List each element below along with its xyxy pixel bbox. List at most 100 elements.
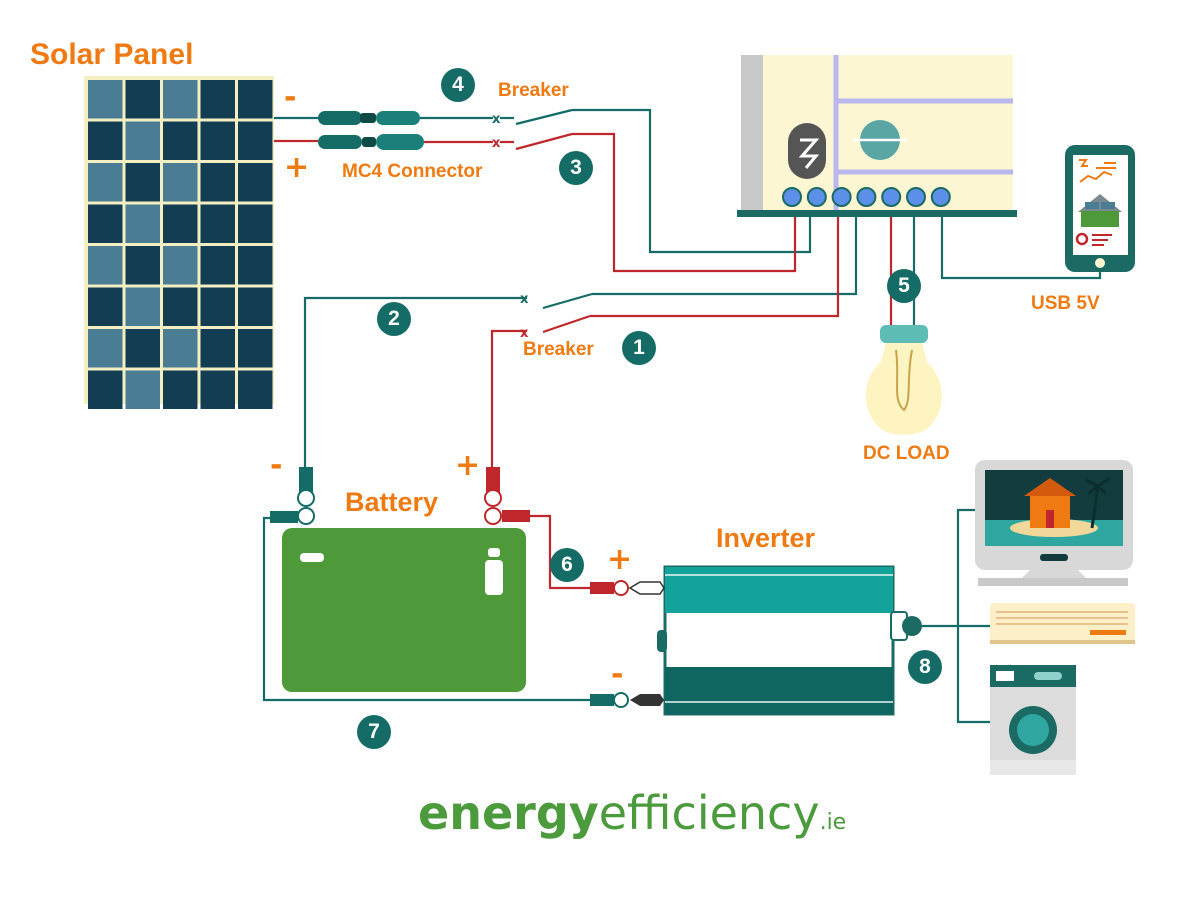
step-badge-4: 4 (441, 68, 475, 102)
washing-machine-icon (990, 665, 1076, 775)
breaker-top-switch-positive (515, 132, 573, 151)
battery-negative-sign: - (270, 448, 283, 483)
logo-part-efficiency: efficiency (598, 786, 820, 840)
solar-cell (88, 121, 123, 160)
step-badge-8: 8 (908, 650, 942, 684)
solar-cell (200, 246, 235, 285)
solar-panel-label: Solar Panel (30, 38, 194, 71)
solar-cell (125, 80, 160, 119)
solar-cell (200, 204, 235, 243)
controller-terminal (856, 187, 877, 207)
step-badge-2: 2 (377, 302, 411, 336)
charge-controller-icon (737, 55, 1017, 217)
solar-cell (125, 121, 160, 160)
step-badge-1: 1 (622, 331, 656, 365)
inverter-negative-sign: - (611, 657, 624, 692)
breaker-icon: x x x x (492, 112, 529, 341)
solar-cell (163, 204, 198, 243)
solar-cell (88, 204, 123, 243)
solar-cell (163, 121, 198, 160)
wire-2-controller (592, 212, 858, 296)
step-badge-7: 7 (357, 715, 391, 749)
solar-cell (200, 163, 235, 202)
wire-1-battery-positive (490, 329, 527, 468)
step-badge-6: 6 (550, 548, 584, 582)
air-conditioner-icon (990, 603, 1135, 644)
solar-cell (163, 246, 198, 285)
solar-cell (88, 80, 123, 119)
solar-cell (163, 329, 198, 368)
energyefficiency-logo: energyefficiency.ie (418, 786, 846, 840)
solar-cell (125, 246, 160, 285)
logo-part-energy: energy (418, 786, 599, 840)
solar-cell (200, 370, 235, 409)
controller-terminal (930, 187, 951, 207)
solar-cell (88, 246, 123, 285)
controller-terminal (831, 187, 852, 207)
controller-terminal (782, 187, 802, 207)
breaker-bottom-label: Breaker (523, 339, 594, 360)
solar-cell (163, 370, 198, 409)
solar-cell (88, 329, 123, 368)
solar-cell (238, 80, 273, 119)
solar-cell (125, 287, 160, 326)
solar-cell (163, 163, 198, 202)
battery-label: Battery (345, 487, 439, 517)
solar-cell (125, 163, 160, 202)
solar-cell (238, 329, 273, 368)
svg-text:x: x (492, 136, 501, 151)
solar-cell (238, 370, 273, 409)
solar-cell (238, 204, 273, 243)
breaker-top-label: Breaker (498, 80, 569, 101)
lightning-icon (798, 138, 820, 169)
solar-cell (238, 287, 273, 326)
controller-terminal (806, 187, 827, 207)
svg-text:x: x (520, 326, 529, 341)
breaker-bottom-switch-positive (542, 314, 591, 334)
solar-cell (125, 370, 160, 409)
usb-label: USB 5V (1031, 293, 1100, 314)
solar-cell (238, 121, 273, 160)
wire-1-controller (590, 212, 840, 318)
logo-part-ie: .ie (819, 810, 847, 835)
wire-3-positive (572, 132, 797, 273)
step-badge-5: 5 (887, 269, 921, 303)
breaker-bottom-switch-negative (542, 292, 593, 310)
battery-positive-sign: + (455, 448, 481, 483)
solar-panel-icon (84, 76, 274, 409)
wire-8-bus (956, 508, 990, 724)
step-badge-3: 3 (559, 151, 593, 185)
solar-cell (125, 204, 160, 243)
dc-load-label: DC LOAD (863, 443, 950, 464)
controller-terminal (906, 187, 926, 207)
smartphone-icon (1065, 145, 1135, 272)
tv-monitor-icon (975, 460, 1133, 586)
wire-6 (526, 514, 590, 590)
solar-cell (125, 329, 160, 368)
inverter-label: Inverter (716, 523, 816, 553)
solar-cell (163, 287, 198, 326)
svg-text:x: x (492, 112, 501, 127)
solar-cell (88, 287, 123, 326)
wire-3-negative (572, 108, 812, 254)
light-bulb-icon (865, 325, 942, 435)
inverter-icon (590, 565, 922, 716)
inverter-positive-sign: + (607, 542, 633, 577)
wire-7 (262, 516, 590, 702)
solar-cell (238, 246, 273, 285)
mc4-connector-icon (318, 111, 424, 150)
mc4-connector-label: MC4 Connector (342, 161, 483, 182)
battery-icon (270, 467, 530, 692)
solar-cell (88, 163, 123, 202)
solar-cell (200, 121, 235, 160)
panel-positive-sign: + (284, 150, 310, 185)
solar-cell (200, 287, 235, 326)
wire-2-battery-negative (303, 296, 527, 468)
solar-cell (200, 80, 235, 119)
controller-terminal (881, 187, 902, 207)
svg-text:x: x (520, 292, 529, 307)
solar-cell (88, 370, 123, 409)
panel-negative-sign: - (284, 80, 297, 115)
